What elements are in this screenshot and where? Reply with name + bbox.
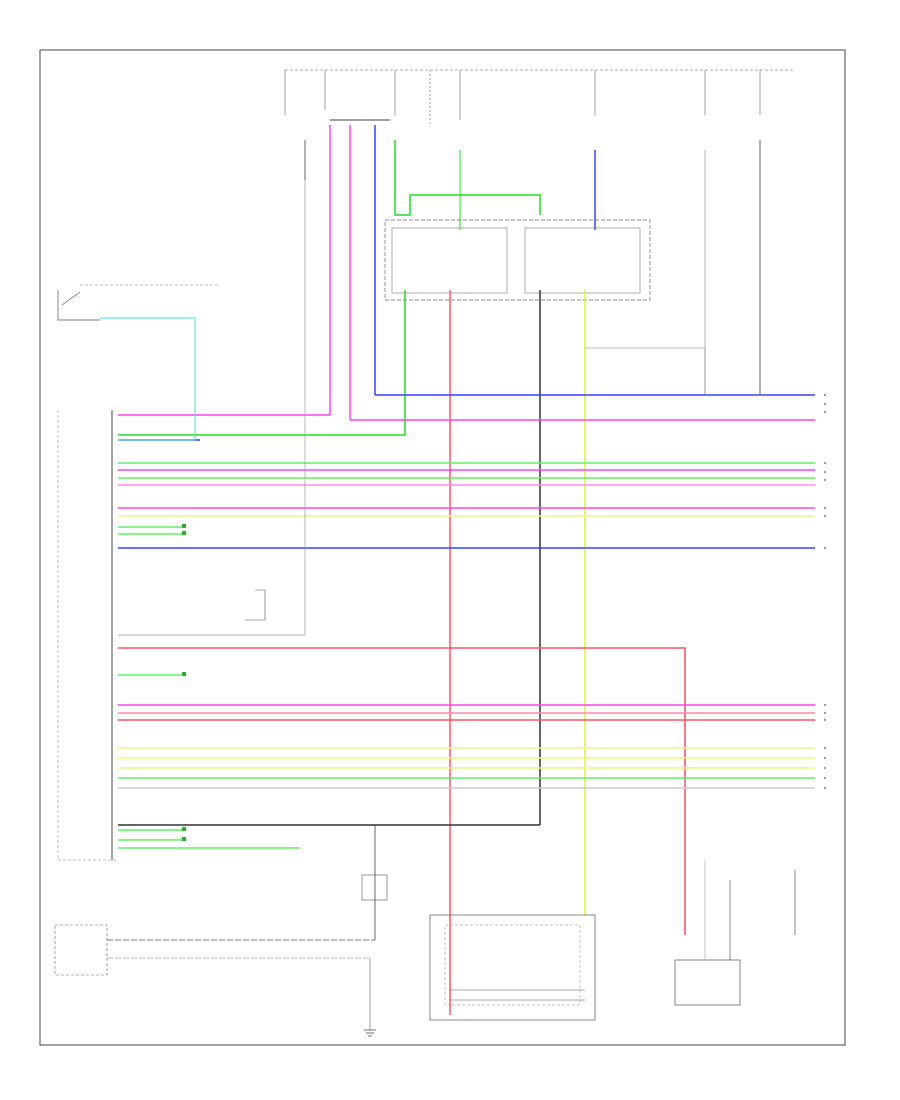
ground-symbol — [364, 1029, 376, 1037]
bottom-relay-block — [429, 914, 596, 1021]
actuator-box — [674, 959, 741, 1006]
green-bridge-wire — [394, 194, 541, 216]
module-border — [57, 410, 118, 861]
diagram-frame — [39, 49, 846, 1046]
bottom-switch-box — [54, 924, 108, 976]
pin-markers — [182, 524, 186, 841]
bottom-relay-inner — [444, 924, 581, 1006]
relay-output-wires — [118, 290, 586, 1015]
relay-2 — [524, 227, 641, 294]
internal-switch — [245, 589, 266, 621]
sensor-symbol — [57, 290, 100, 321]
cyan-sensor-wire — [100, 317, 196, 441]
yellow-branch — [585, 347, 706, 395]
door-switch — [361, 874, 388, 901]
right-connectors — [824, 394, 826, 789]
top-wire-stubs — [304, 125, 761, 420]
relay-1 — [391, 227, 508, 294]
module-wires — [118, 394, 815, 935]
relay-box — [384, 219, 651, 301]
fuse-box-row — [284, 69, 795, 125]
